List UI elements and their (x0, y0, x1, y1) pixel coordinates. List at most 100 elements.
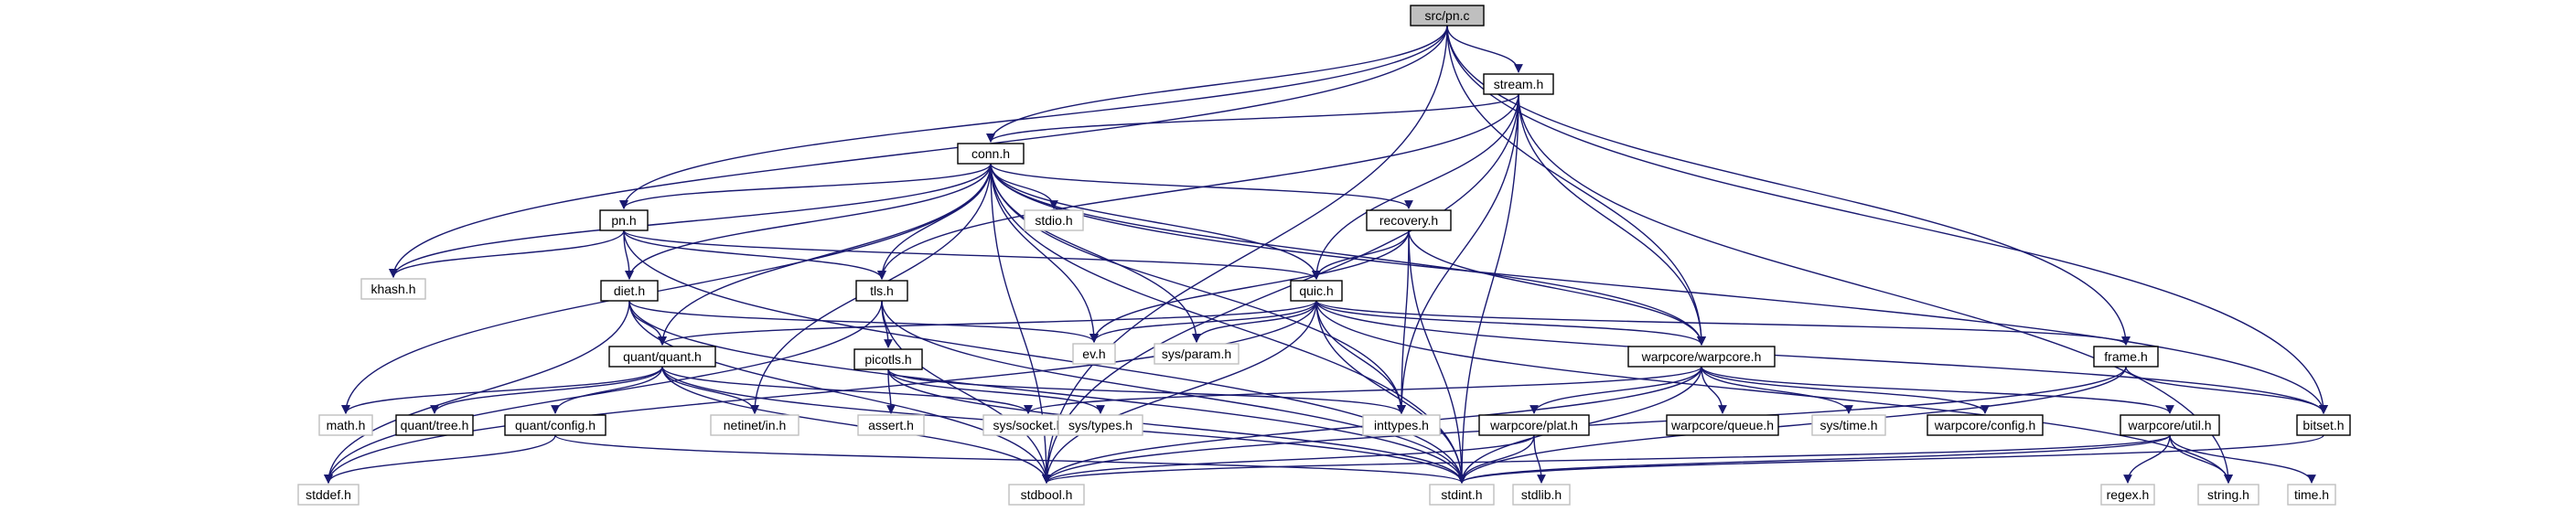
node-recovery-h[interactable]: recovery.h (1366, 209, 1452, 231)
edge-warpcore_h-to-plat_h (1530, 366, 1702, 414)
node-netinet-in-h: netinet/in.h (710, 414, 800, 436)
node-label: netinet/in.h (724, 418, 787, 432)
node-pn-c[interactable]: src/pn.c (1410, 5, 1485, 27)
node-wqueue-h[interactable]: warpcore/queue.h (1666, 414, 1779, 436)
edge-plat_h-to-stdlib_h (1533, 434, 1546, 484)
node-label: sys/socket.h (993, 418, 1063, 432)
edge-stream_h-to-quic_h (1312, 93, 1519, 280)
edge-quant_h-to-quant_tree_h (430, 366, 663, 414)
node-quant-tree-h[interactable]: quant/tree.h (395, 414, 474, 436)
edge-conn_h-to-inttypes_h (990, 163, 1406, 414)
node-box (857, 414, 925, 436)
node-sys-time-h: sys/time.h (1811, 414, 1886, 436)
edge-conn_h-to-diet_h (625, 163, 992, 280)
edge-quic_h-to-bitset_h (1315, 300, 2328, 414)
edge-quant_h-to-sys_socket_h (661, 366, 1033, 414)
node-sys-param-h: sys/param.h (1154, 343, 1240, 365)
edge-quant_config_h-to-stddef_h (324, 434, 556, 484)
edge-wutil_h-to-stdbool_h (1042, 434, 2171, 484)
node-label: warpcore/config.h (1934, 418, 2036, 432)
node-label: time.h (2294, 487, 2329, 502)
node-wutil-h[interactable]: warpcore/util.h (2120, 414, 2220, 436)
node-warpcore-h[interactable]: warpcore/warpcore.h (1627, 346, 1776, 368)
node-box (297, 484, 360, 506)
node-box (1008, 484, 1085, 506)
node-stream-h[interactable]: stream.h (1483, 73, 1554, 95)
edge-pn_c-to-khash_h (389, 25, 1448, 278)
edge-quic_h-to-frame_h (1315, 300, 2131, 346)
node-label: recovery.h (1379, 213, 1438, 228)
edge-conn_h-to-pn_h (619, 163, 992, 209)
node-label: sys/types.h (1068, 418, 1132, 432)
edge-quic_h-to-stdbool_h (1042, 300, 1317, 484)
node-box (2287, 484, 2336, 506)
node-box (600, 280, 659, 302)
edge-bitset_h-to-stdint_h (1457, 434, 2324, 484)
node-label: quant/quant.h (623, 349, 702, 364)
node-picotls-h[interactable]: picotls.h (853, 348, 923, 370)
node-box (957, 143, 1025, 165)
edge-warpcore_h-to-sys_socket_h (1024, 366, 1702, 414)
node-label: math.h (327, 418, 366, 432)
node-quant-h[interactable]: quant/quant.h (608, 346, 716, 368)
node-plat-h[interactable]: warpcore/plat.h (1478, 414, 1590, 436)
nodes-layer: src/pn.c stream.h conn.h pn.h stdio.h recover… (297, 5, 2351, 506)
edge-tls_h-to-stddef_h (324, 300, 883, 484)
node-math-h: math.h (318, 414, 373, 436)
edge-stream_h-to-string_h (1518, 93, 2233, 484)
edge-quic_h-to-sys_param_h (1192, 300, 1317, 343)
node-stdio-h: stdio.h (1024, 209, 1084, 231)
node-box (1362, 414, 1441, 436)
node-label: bitset.h (2302, 418, 2344, 432)
edge-recovery_h-to-inttypes_h (1397, 229, 1410, 414)
node-tls-h[interactable]: tls.h (855, 280, 908, 302)
node-box (710, 414, 800, 436)
node-bitset-h[interactable]: bitset.h (2296, 414, 2351, 436)
edge-picotls_h-to-inttypes_h (887, 368, 1406, 414)
node-pn-h[interactable]: pn.h (599, 209, 649, 231)
edge-frame_h-to-bitset_h (2125, 366, 2328, 414)
edge-quic_h-to-quant_h (658, 300, 1317, 346)
edge-conn_h-to-math_h (341, 163, 992, 414)
node-wconfig-h[interactable]: warpcore/config.h (1927, 414, 2044, 436)
node-box (1627, 346, 1776, 368)
node-inttypes-h: inttypes.h (1362, 414, 1441, 436)
node-quant-config-h[interactable]: quant/config.h (504, 414, 606, 436)
edge-warpcore_h-to-sys_time_h (1701, 366, 1853, 414)
node-label: stdbool.h (1021, 487, 1073, 502)
node-label: diet.h (614, 283, 645, 298)
node-diet-h[interactable]: diet.h (600, 280, 659, 302)
node-label: warpcore/plat.h (1489, 418, 1578, 432)
node-box (608, 346, 716, 368)
node-box (2100, 484, 2155, 506)
edge-pn_c-to-bitset_h (1446, 25, 2328, 414)
edge-diet_h-to-stdbool_h (628, 300, 1051, 484)
node-frame-h[interactable]: frame.h (2093, 346, 2159, 368)
edge-conn_h-to-quic_h (990, 163, 1321, 280)
edge-conn_h-to-warpcore_h (990, 163, 1706, 346)
node-label: pn.h (611, 213, 636, 228)
node-box (360, 278, 426, 300)
edge-stream_h-to-conn_h (986, 93, 1519, 143)
node-box (1927, 414, 2044, 436)
node-label: conn.h (971, 146, 1010, 161)
edge-quant_h-to-netinet_in_h (661, 366, 759, 414)
edge-tls_h-to-stdbool_h (881, 300, 1051, 484)
edge-wutil_h-to-time_h (2169, 434, 2316, 484)
node-quic-h[interactable]: quic.h (1290, 280, 1343, 302)
edge-quant_h-to-quant_config_h (551, 366, 663, 414)
node-stdbool-h: stdbool.h (1008, 484, 1085, 506)
node-conn-h[interactable]: conn.h (957, 143, 1025, 165)
node-label: quant/config.h (515, 418, 596, 432)
edge-conn_h-to-tls_h (877, 163, 992, 280)
edge-warpcore_h-to-wutil_h (1701, 366, 2174, 414)
node-box (318, 414, 373, 436)
edge-quic_h-to-stdint_h (1315, 300, 1466, 484)
edge-picotls_h-to-sys_types_h (887, 368, 1105, 414)
node-box (855, 280, 908, 302)
edge-pn_h-to-khash_h (389, 229, 625, 278)
edge-plat_h-to-stdbool_h (1042, 434, 1535, 484)
edge-wutil_h-to-regex_h (2123, 434, 2171, 484)
node-label: assert.h (868, 418, 914, 432)
node-label: stdio.h (1035, 213, 1072, 228)
